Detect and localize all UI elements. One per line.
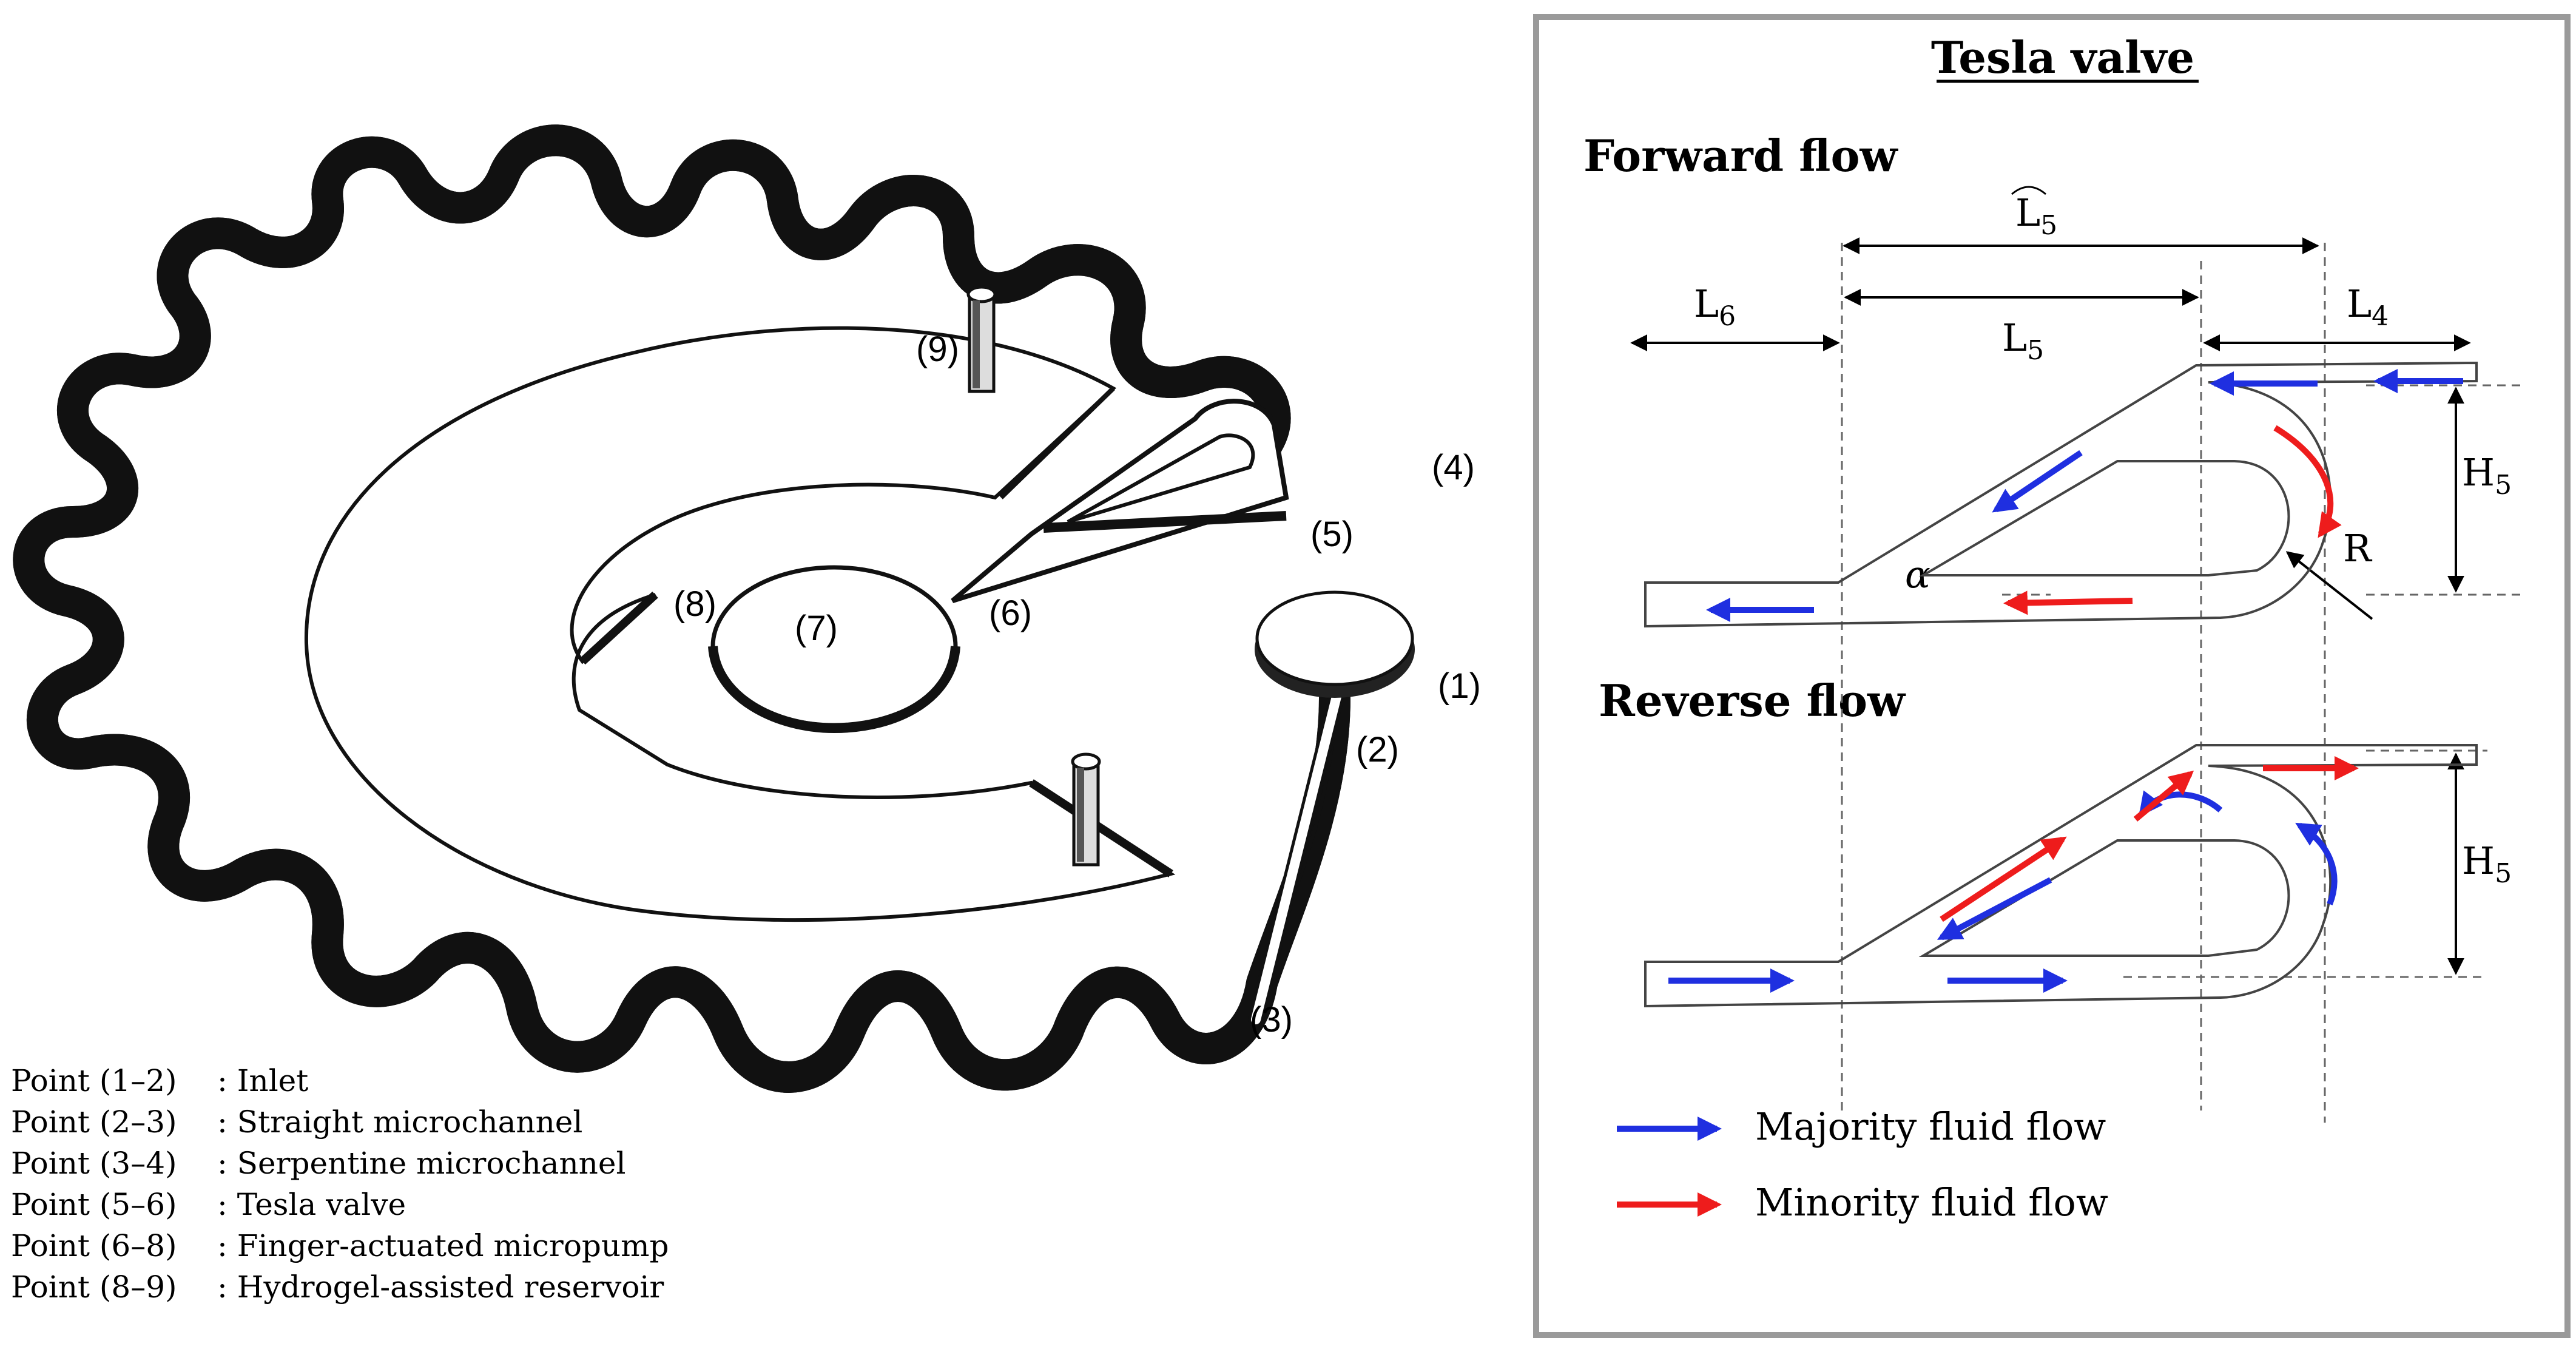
dim-l6: L6	[1694, 282, 1736, 332]
legend-desc: : Serpentine microchannel	[217, 1146, 626, 1181]
rev-blue-arc-1	[2295, 822, 2338, 905]
straight-microchannel	[1248, 672, 1349, 1027]
point-label-6: (6)	[989, 593, 1032, 633]
legend-desc: : Hydrogel-assisted reservoir	[217, 1269, 664, 1305]
reverse-flow-arrows	[1668, 756, 2359, 993]
legend-row: Point (5–6) : Tesla valve	[11, 1187, 406, 1222]
rev-red-2	[2133, 770, 2194, 822]
fwd-red-1	[2003, 590, 2133, 615]
legend-row: Point (8–9) : Hydrogel-assisted reservoir	[11, 1269, 664, 1305]
dim-l5-hat-arc	[2011, 186, 2046, 195]
point-label-8: (8)	[673, 584, 716, 624]
forward-flow-label: Forward flow	[1583, 130, 1898, 181]
device-tesla-valve	[951, 399, 1289, 603]
microfluidic-device: (1) (2) (3) (4) (5) (6) (7) (8) (9)	[29, 140, 1481, 1077]
legend-desc: : Tesla valve	[217, 1187, 406, 1222]
rev-red-1	[1940, 836, 2067, 922]
legend-desc: : Straight microchannel	[217, 1104, 583, 1140]
key-majority-label: Majority fluid flow	[1755, 1104, 2106, 1149]
dim-radius: R	[2343, 526, 2373, 570]
legend-row: Point (3–4) : Serpentine microchannel	[11, 1146, 625, 1181]
fwd-red-arc	[2273, 425, 2342, 538]
dim-l5-hat: L5	[2015, 191, 2057, 241]
dim-l5: L5	[2002, 316, 2044, 366]
inlet-reservoir	[1255, 590, 1415, 698]
legend-row: Point (6–8) : Finger-actuated micropump	[11, 1228, 669, 1263]
dim-h5-reverse: H5	[2462, 839, 2512, 889]
dim-h5-forward: H5	[2462, 450, 2512, 501]
panel-title: Tesla valve	[1931, 32, 2194, 83]
micropump-chamber	[708, 565, 960, 734]
panel-frame	[1533, 14, 2571, 1338]
point-label-9: (9)	[916, 330, 959, 369]
point-label-2: (2)	[1356, 730, 1399, 769]
hydrogel-reservoir	[304, 326, 1176, 922]
fwd-blue-3	[1992, 450, 2083, 513]
point-label-4: (4)	[1432, 448, 1475, 487]
point-label-5: (5)	[1310, 515, 1354, 554]
tesla-valve-panel: Tesla valve Forward flow Reverse flow	[1533, 14, 2571, 1338]
flow-key: Majority fluid flow Minority fluid flow	[1617, 1104, 2108, 1225]
dimension-labels: L5 L6 L5 L4 H5 H5 R α	[1694, 186, 2512, 889]
legend-row: Point (1–2) : Inlet	[11, 1063, 308, 1098]
reverse-flow-label: Reverse flow	[1599, 675, 1906, 726]
point-label-1: (1)	[1438, 666, 1481, 706]
legend-point: Point (8–9)	[11, 1269, 177, 1305]
forward-flow-arrows	[1706, 369, 2463, 622]
key-minority-label: Minority fluid flow	[1755, 1180, 2108, 1225]
legend-row: Point (2–3) : Straight microchannel	[11, 1104, 582, 1140]
legend-desc: : Inlet	[217, 1063, 309, 1098]
legend-point: Point (5–6)	[11, 1187, 177, 1222]
point-label-3: (3)	[1250, 1000, 1293, 1039]
legend-point: Point (1–2)	[11, 1063, 177, 1098]
legend-point: Point (6–8)	[11, 1228, 177, 1263]
legend-point: Point (2–3)	[11, 1104, 177, 1140]
dimension-arrows	[1630, 237, 2471, 975]
vent-pillar-top	[966, 285, 997, 393]
dim-l4: L4	[2347, 282, 2389, 332]
vent-pillar-bottom	[1071, 752, 1101, 867]
guide-lines	[1841, 243, 2524, 1123]
legend-desc: : Finger-actuated micropump	[217, 1228, 669, 1263]
rev-blue-3	[1937, 877, 2052, 941]
point-label-7: (7)	[795, 609, 838, 648]
legend-point: Point (3–4)	[11, 1146, 177, 1181]
